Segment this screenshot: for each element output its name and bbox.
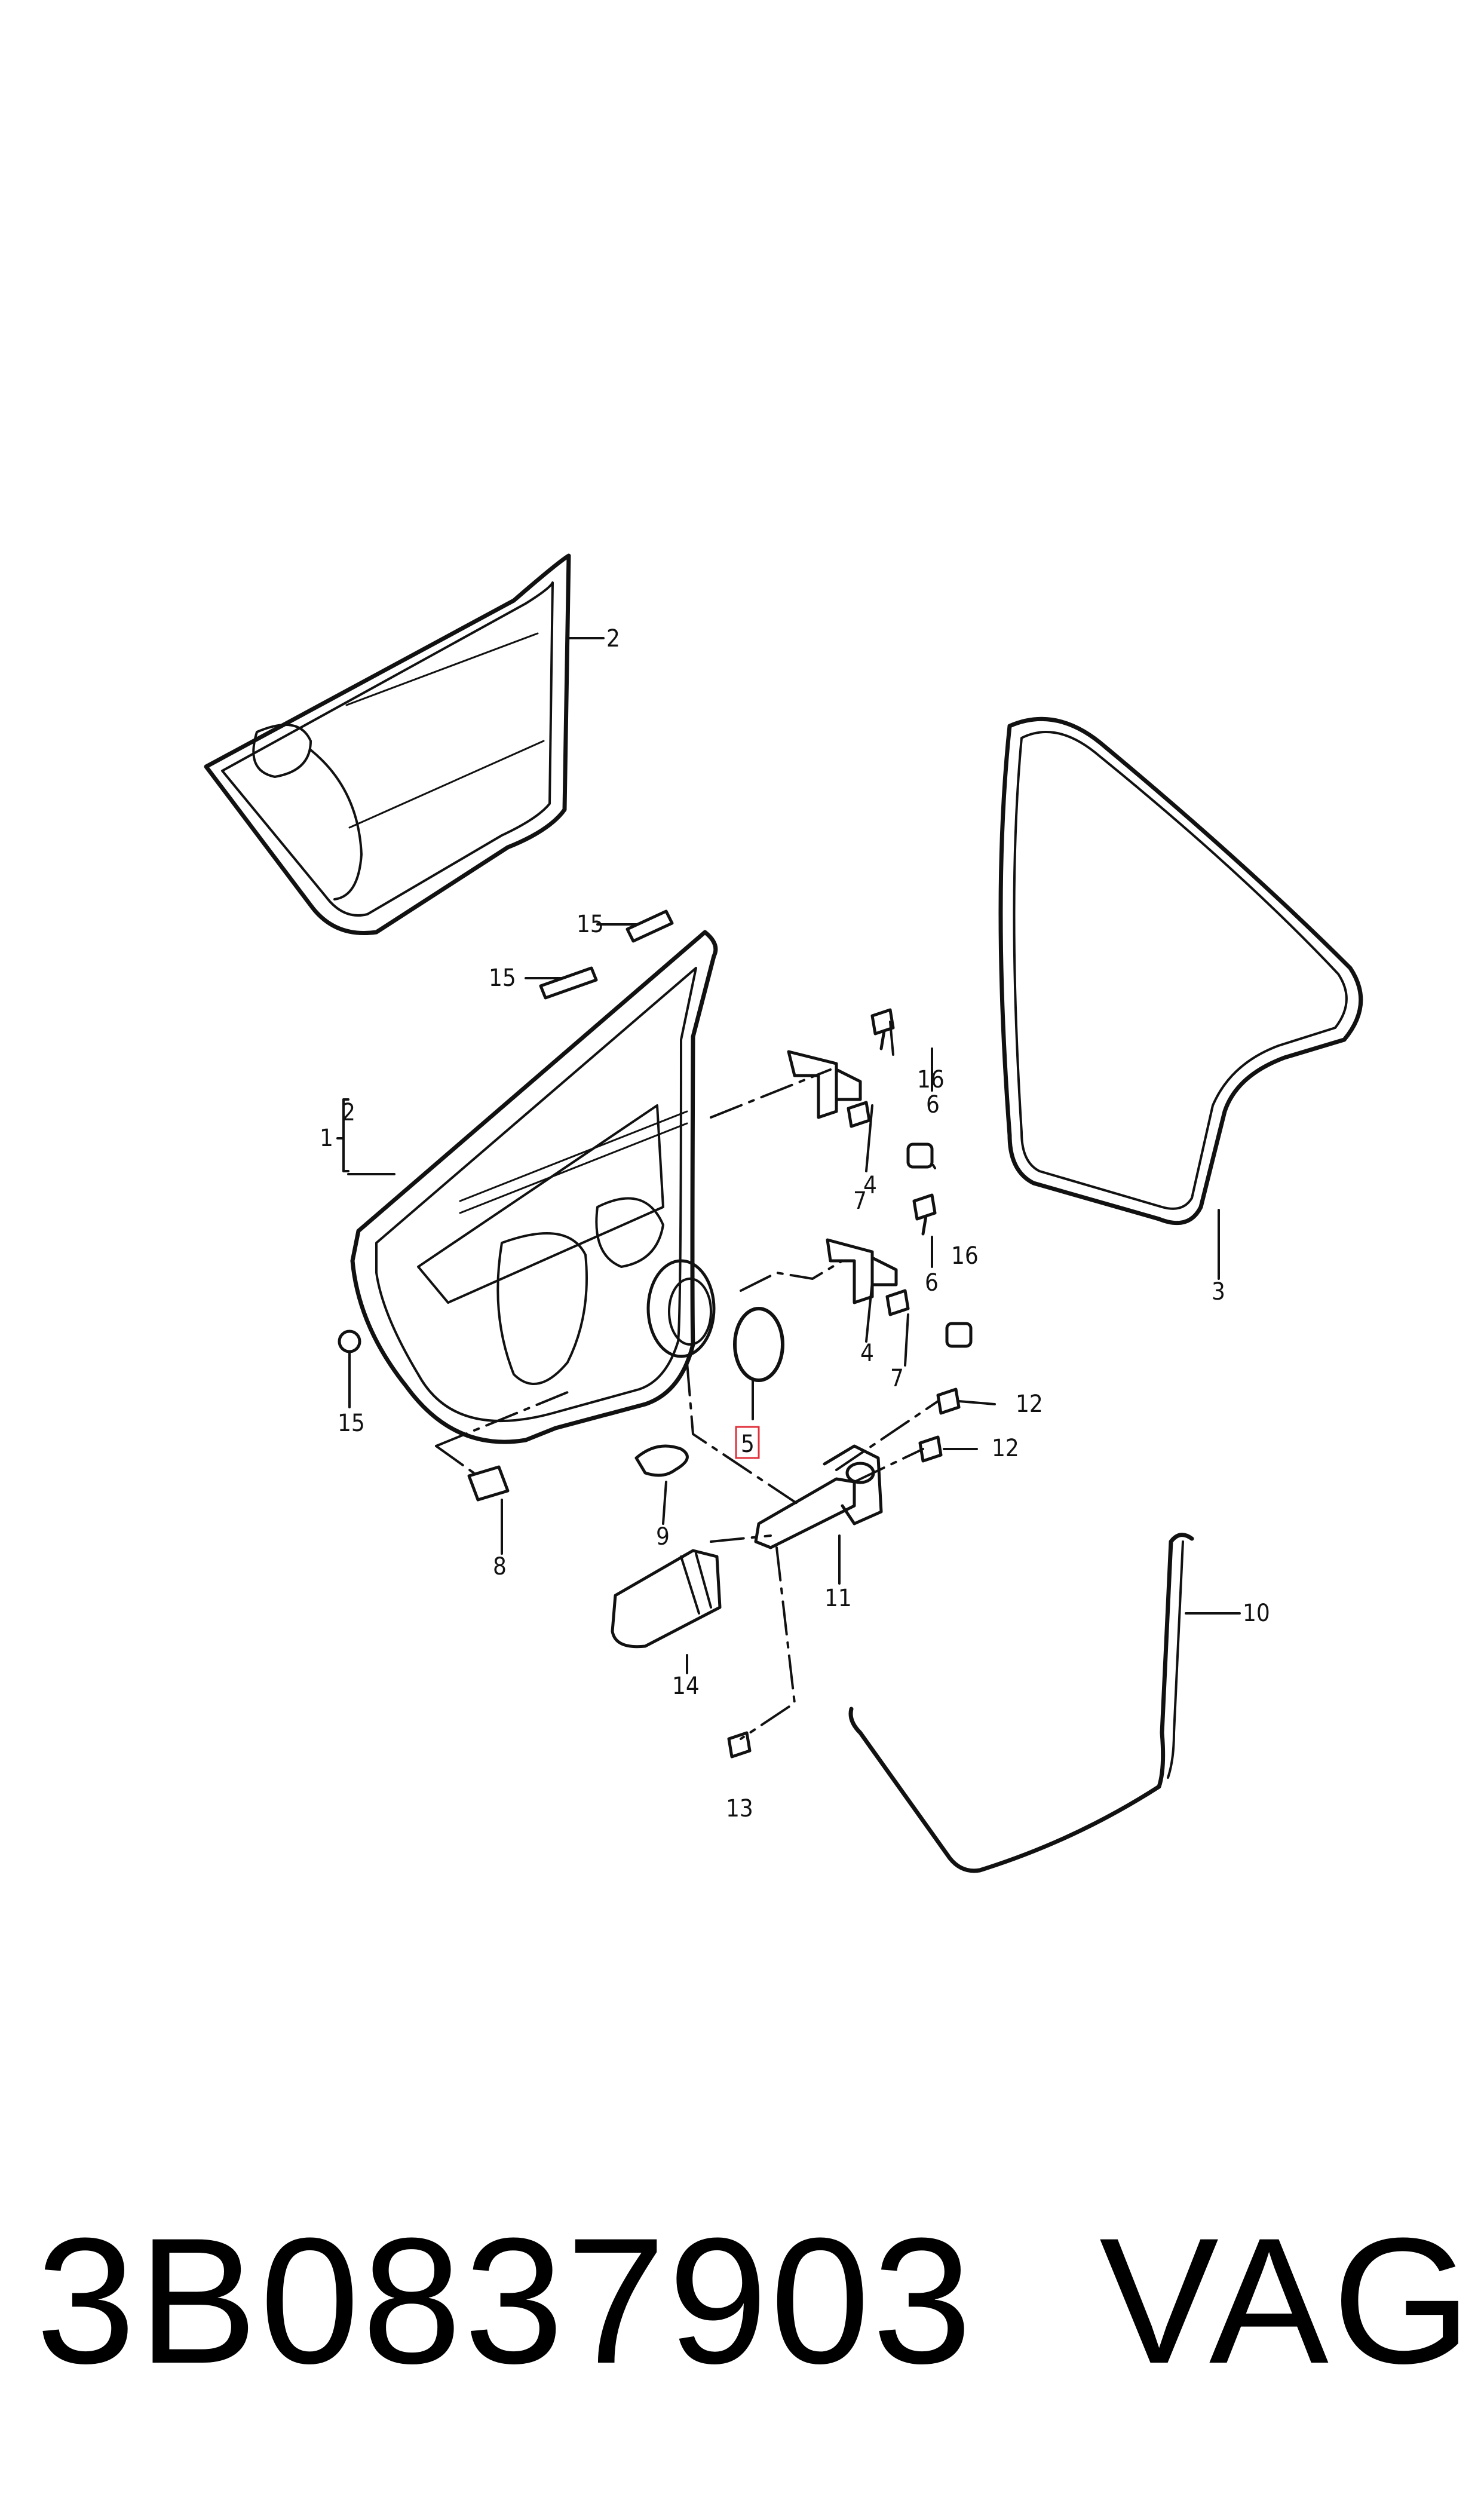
callout-8: 8 <box>493 1553 507 1580</box>
hinge-lower <box>826 1238 898 1304</box>
callout-labels: 1 2 2 3 4 4 5 6 6 7 7 8 9 10 11 12 12 13… <box>320 625 1270 1822</box>
door-check-part <box>754 1444 883 1549</box>
callout-15-plug: 15 <box>338 1410 365 1437</box>
callout-highlight-box <box>735 1426 760 1459</box>
callout-5: 5 <box>741 1430 755 1458</box>
callout-9: 9 <box>656 1523 670 1551</box>
ring-part <box>733 1307 784 1382</box>
outer-door-panel <box>204 553 571 936</box>
hinge-upper <box>787 1050 862 1119</box>
callout-1: 1 <box>320 1125 333 1152</box>
callout-2-inner: 2 <box>342 1099 355 1126</box>
exploded-parts-diagram: 1 2 2 3 4 4 5 6 6 7 7 8 9 10 11 12 12 13… <box>204 553 1363 1873</box>
door-shell <box>350 930 718 1444</box>
callout-4-lower: 4 <box>860 1340 874 1367</box>
clip-part <box>634 1444 689 1477</box>
callout-7-upper: 7 <box>853 1187 867 1215</box>
callout-leaders <box>336 637 1241 1674</box>
pad-part <box>467 1465 510 1502</box>
plug-part <box>338 1330 361 1353</box>
cable-part <box>848 1533 1194 1873</box>
brand-label: VAG <box>1099 2200 1476 2401</box>
strip-left-part <box>539 966 598 1000</box>
cover-cap-part <box>611 1549 722 1649</box>
callout-13: 13 <box>726 1795 753 1822</box>
leader-lines <box>435 1068 939 1740</box>
callout-16-upper: 16 <box>917 1066 945 1093</box>
callout-16-lower: 16 <box>951 1242 979 1270</box>
callout-10: 10 <box>1243 1600 1270 1627</box>
callout-6-lower: 6 <box>925 1269 939 1297</box>
callout-2-outer: 2 <box>606 625 620 653</box>
door-seal <box>998 716 1363 1226</box>
callout-14: 14 <box>672 1672 700 1700</box>
callout-15-left: 15 <box>489 964 516 992</box>
strip-top-part <box>626 909 674 943</box>
callout-12-lower: 12 <box>992 1435 1019 1462</box>
callout-12-upper: 12 <box>1016 1390 1043 1418</box>
part-number: 3B0837903 <box>36 2200 974 2401</box>
callout-11: 11 <box>824 1585 852 1612</box>
callout-6-upper: 6 <box>926 1091 940 1119</box>
callout-15-top: 15 <box>577 911 604 938</box>
callout-3: 3 <box>1212 1278 1225 1306</box>
callout-7-lower: 7 <box>890 1365 904 1392</box>
callout-4-upper: 4 <box>863 1172 877 1199</box>
small-hardware <box>727 1008 973 1759</box>
